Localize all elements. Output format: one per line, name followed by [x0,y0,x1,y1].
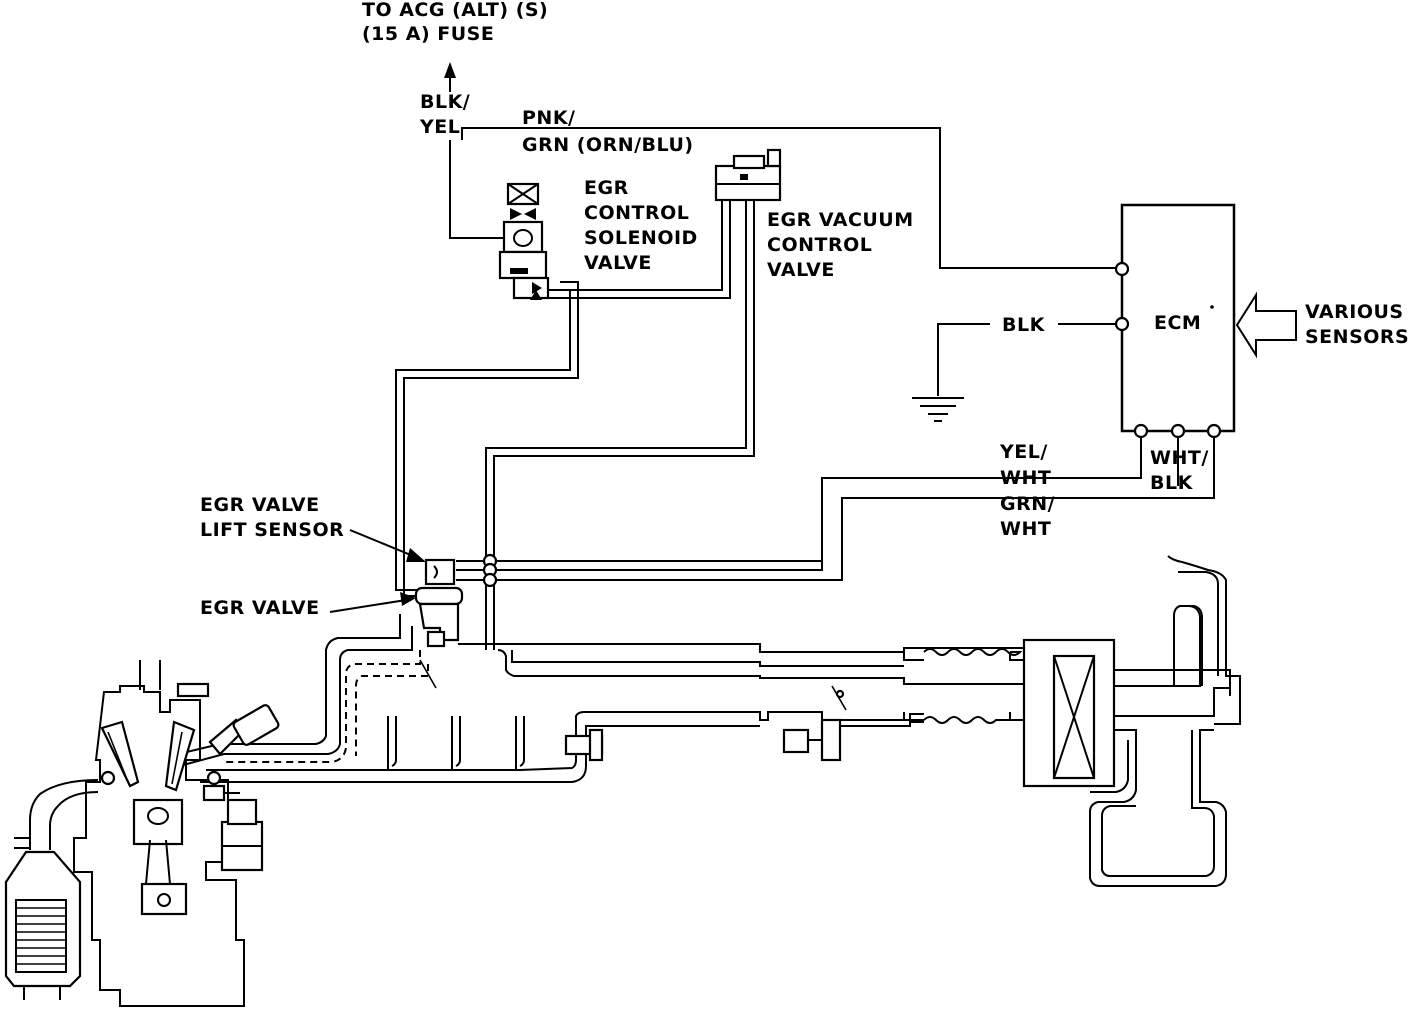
sensors-label-1: VARIOUS [1305,301,1404,323]
vacuum-valve-label-3: VALVE [767,259,835,281]
ground-icon [912,397,964,422]
vacuum-hose-solenoid-to-vcv-b [546,196,731,299]
wire-label-grn-wht-2: WHT [1000,518,1051,540]
intake-runner-inner-2 [511,650,904,667]
wire-blk-ground [937,323,1116,396]
engine-block [73,660,245,1007]
solenoid-label-1: EGR [584,177,629,199]
intake-bellows [903,648,1024,724]
solenoid-label-3: SOLENOID [584,227,698,249]
egr-vacuum-control-valve [714,148,782,202]
wire-label-pnk-grn-2: GRN (ORN/BLU) [522,134,694,156]
vacuum-valve-label-2: CONTROL [767,234,872,256]
vacuum-valve-label-1: EGR VACUUM [767,209,914,231]
fuse-label-line1: TO ACG (ALT) (S) [362,0,548,21]
runner-stubs [387,716,525,770]
egr-control-solenoid-valve [498,182,550,300]
vacuum-hose-vcv-to-manifold [485,196,747,650]
map-sensor [564,728,604,762]
egr-valve [414,586,464,648]
fuse-label-line2: (15 A) FUSE [362,23,494,45]
wire-pnk-grn [461,127,1118,269]
intake-lower [206,711,924,771]
egr-valve-lift-sensor [424,558,456,586]
lift-sensor-label-2: LIFT SENSOR [200,519,344,541]
egr-valve-label: EGR VALVE [200,597,320,619]
wire-label-blk-yel-1: BLK/ [420,91,470,113]
wire-blk-yel [449,140,512,239]
vacuum-hose-solenoid-to-egr [403,281,579,597]
intake-valve [100,720,140,788]
wire-junction-circles [482,553,498,588]
exhaust-valve [164,720,196,792]
exhaust-pipe [14,779,99,850]
intake-runner-inner [497,649,1024,685]
throttle-body [782,685,847,762]
wire-label-blk-yel-2: YEL [419,116,460,138]
air-cleaner [1022,555,1241,887]
wire-label-pnk-grn-1: PNK/ [522,107,576,129]
distributor [220,798,264,872]
sensor-plug [202,784,240,802]
solenoid-label-4: VALVE [584,252,652,274]
vacuum-hose-solenoid-to-vcv [546,196,723,291]
sensors-label-2: SENSORS [1305,326,1408,348]
sensors-input-arrow [1235,291,1297,359]
vacuum-hose-solenoid-to-egr-b [395,289,571,591]
egr-passage [169,614,437,769]
wire-label-yel-wht-1: YEL/ [999,441,1048,463]
intake-lower-2 [200,721,924,783]
catalytic-converter [4,850,82,1000]
ground-wire-label: BLK [1002,314,1046,336]
wire-label-wht-blk-2: BLK [1150,472,1194,494]
intake-runner [458,643,1024,653]
vacuum-hose-vcv-to-manifold-b [493,196,755,650]
wire-label-grn-wht-1: GRN/ [1000,493,1055,515]
wire-label-wht-blk-1: WHT/ [1150,447,1209,469]
lift-sensor-label-1: EGR VALVE [200,494,320,516]
callout-arrows [329,529,426,613]
ecm-label: ECM [1154,312,1201,334]
fuse-arrow [444,62,456,92]
fuel-injector [208,704,280,756]
solenoid-label-2: CONTROL [584,202,689,224]
wire-grn-wht [456,437,1215,581]
wire-yel-wht [456,437,1142,571]
